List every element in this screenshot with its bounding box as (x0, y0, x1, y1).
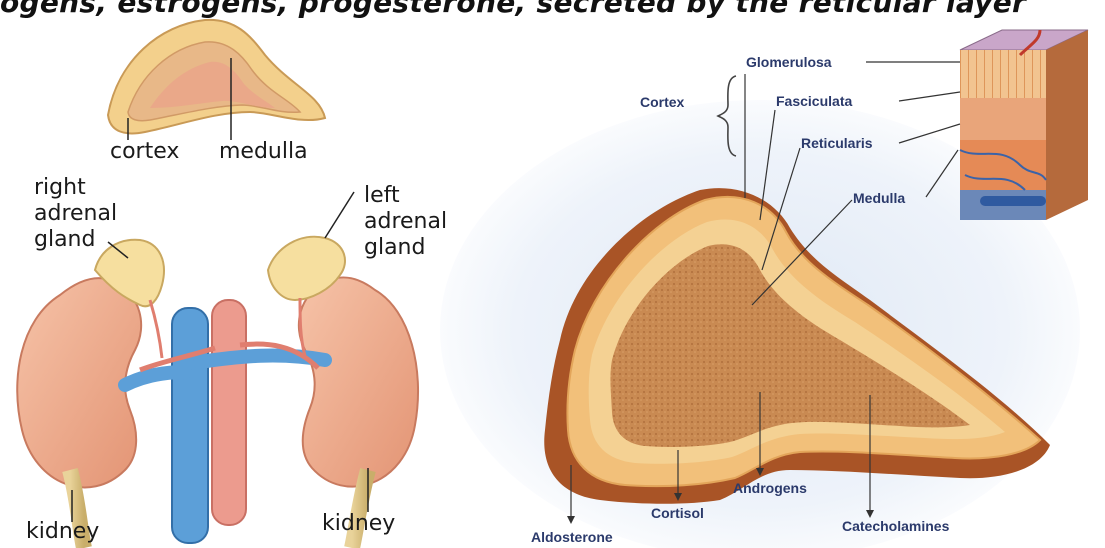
label-cortex: Cortex (640, 94, 684, 110)
label-right-adrenal-1: right (34, 176, 86, 200)
label-right-adrenal-3: gland (34, 228, 95, 252)
label-medulla-small: medulla (219, 140, 308, 164)
label-catecholamines: Catecholamines (842, 518, 949, 534)
label-kidney-right: kidney (322, 512, 395, 536)
cortex-tissue-block (960, 30, 1088, 220)
label-aldosterone: Aldosterone (531, 529, 613, 545)
label-androgens: Androgens (733, 480, 807, 496)
label-glomerulosa: Glomerulosa (746, 54, 832, 70)
label-left-adrenal-3: gland (364, 236, 425, 260)
label-cortex-small: cortex (110, 140, 179, 164)
label-reticularis: Reticularis (801, 135, 873, 151)
label-kidney-left: kidney (26, 520, 99, 544)
adrenal-section-small (108, 20, 325, 140)
label-cortisol: Cortisol (651, 505, 704, 521)
label-fasciculata: Fasciculata (776, 93, 852, 109)
label-right-adrenal-2: adrenal (34, 202, 117, 226)
label-medulla: Medulla (853, 190, 905, 206)
label-left-adrenal-2: adrenal (364, 210, 447, 234)
label-left-adrenal-1: left (364, 184, 400, 208)
